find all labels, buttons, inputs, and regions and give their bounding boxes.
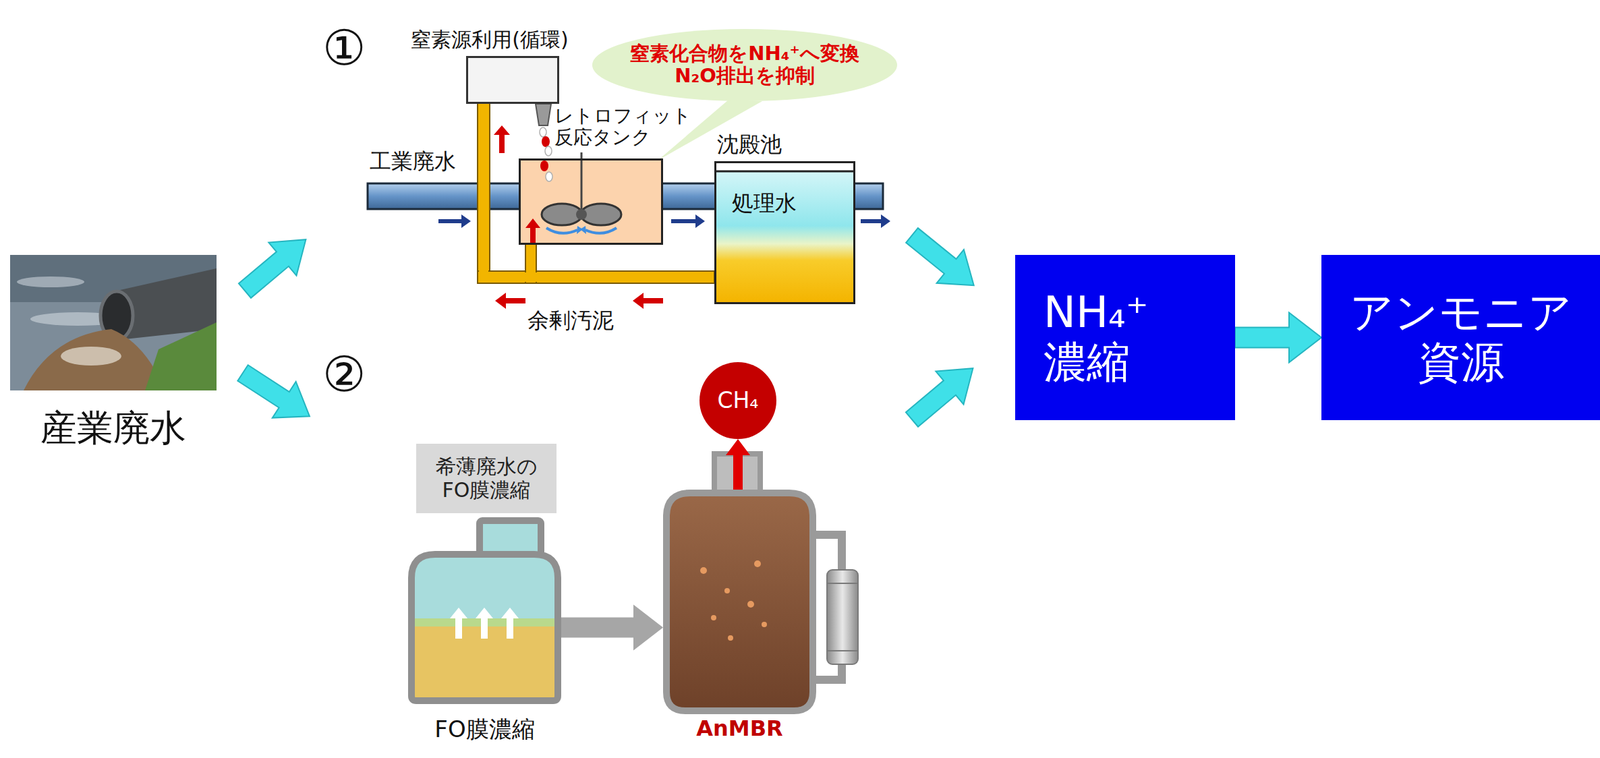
photo-node-shape [60, 346, 122, 366]
return-arrow [493, 125, 510, 154]
node-text: AnMBR [649, 716, 830, 742]
settling-tank: 沈殿池処理水 [714, 161, 856, 305]
photo-node-shape [16, 276, 85, 288]
callout-bubble: 窒素化合物をNH₄⁺へ変換 N₂O排出を抑制 [591, 28, 898, 102]
membrane-module [826, 582, 859, 585]
sludge-pipe [477, 271, 715, 284]
anmbr-tank-shape [727, 635, 734, 641]
process-box: NH₄⁺ 濃縮 [1015, 254, 1236, 421]
membrane-module [812, 534, 859, 680]
sludge-pipe [526, 244, 535, 282]
photo-node-shape [145, 322, 217, 391]
anmbr-tank-shape [761, 621, 767, 628]
cyan-block-arrow [1235, 312, 1322, 363]
fo-tank-shape [411, 554, 558, 701]
membrane-module [812, 534, 842, 574]
process-box: アンモニア 資源 [1321, 254, 1600, 421]
sludge-pipe [477, 101, 715, 284]
anmbr-tank-shape [724, 588, 730, 594]
callout-bubble-shape [592, 29, 898, 102]
photo-node-shape [10, 254, 217, 391]
fo-tank-shape [475, 607, 494, 639]
dosing-nozzle [539, 127, 547, 137]
node-text: FO膜濃縮 [387, 716, 582, 743]
fo-tank-shape [449, 607, 468, 639]
reaction-tank-shape [580, 160, 583, 210]
node-text: CH₄ [704, 387, 771, 414]
gray-block-arrow [561, 605, 664, 651]
node-text: 沈殿池 [717, 132, 825, 158]
node-text: 産業廃水 [10, 407, 217, 450]
reaction-tank-shape [520, 160, 662, 243]
node-text: 処理水 [731, 190, 834, 216]
cyan-flow-arrow [231, 354, 322, 435]
anmbr-tank-shape [710, 615, 717, 621]
cyan-flow-arrow [898, 218, 988, 303]
dosing-nozzle [545, 146, 552, 156]
dosing-box: 窒素源利用(循環) [466, 55, 560, 104]
anmbr-tank-shape [754, 560, 761, 568]
sludge-pipe [478, 102, 489, 282]
node-text: 窒素化合物をNH₄⁺へ変換 N₂O排出を抑制 [606, 42, 883, 88]
fo-tank: FO膜濃縮 [408, 551, 562, 705]
anmbr-tank-shape [663, 489, 817, 715]
anmbr-tank: AnMBR [663, 489, 817, 715]
note-box: 希薄廃水の FO膜濃縮 [416, 443, 557, 514]
anmbr-tank-shape [747, 601, 755, 608]
photo-node-shape [10, 254, 217, 391]
node-text: NH₄⁺ 濃縮 [1043, 288, 1207, 388]
callout-number: ① [322, 21, 367, 75]
cyan-flow-arrow [230, 218, 987, 436]
photo-node-shape [23, 329, 166, 391]
reaction-tank-shape [585, 227, 617, 234]
node-text: アンモニア 資源 [1341, 288, 1580, 388]
fo-tank-shape [411, 554, 558, 701]
node-text: レトロフィット 反応タンク [554, 105, 710, 149]
photo-node: 産業廃水 [10, 254, 217, 391]
membrane-module [826, 650, 859, 652]
dosing-nozzle [541, 136, 550, 148]
gas-arrow [725, 439, 751, 490]
membrane-module [826, 569, 859, 665]
node-text: 窒素源利用(循環) [388, 28, 591, 52]
reaction-tank: レトロフィット 反応タンク [518, 158, 664, 245]
reaction-tank-shape [576, 209, 587, 220]
reaction-tank-shape [580, 225, 587, 235]
fo-tank-shape [501, 607, 519, 639]
anmbr-tank-shape [666, 493, 813, 711]
flow-arrow [671, 214, 705, 228]
settling-tank-shape [716, 170, 854, 173]
reaction-tank-shape [525, 218, 541, 243]
reaction-tank-shape [545, 172, 553, 182]
flow-arrow [860, 214, 891, 228]
sludge-pipe [525, 242, 537, 284]
sludge-pipe [477, 101, 490, 284]
node-text: 希薄廃水の FO膜濃縮 [424, 455, 549, 502]
anmbr-tank-shape [700, 567, 707, 575]
gas-circle: CH₄ [699, 362, 777, 440]
return-arrow [495, 292, 526, 309]
callout-number: ② [322, 348, 367, 402]
reaction-tank-shape [540, 160, 549, 172]
fo-tank-shape [408, 551, 562, 705]
dosing-nozzle [535, 103, 552, 126]
sludge-pipe [478, 272, 713, 282]
return-arrow [632, 292, 664, 309]
settling-tank-shape [716, 163, 854, 303]
stream-label: 余剰汚泥 [527, 308, 614, 333]
cyan-flow-arrow [897, 352, 987, 437]
reaction-tank-shape [546, 227, 578, 234]
cyan-flow-arrow [230, 223, 320, 308]
return-arrow [493, 125, 664, 309]
flow-arrow [438, 214, 471, 228]
stream-label: 工業廃水 [369, 149, 456, 174]
